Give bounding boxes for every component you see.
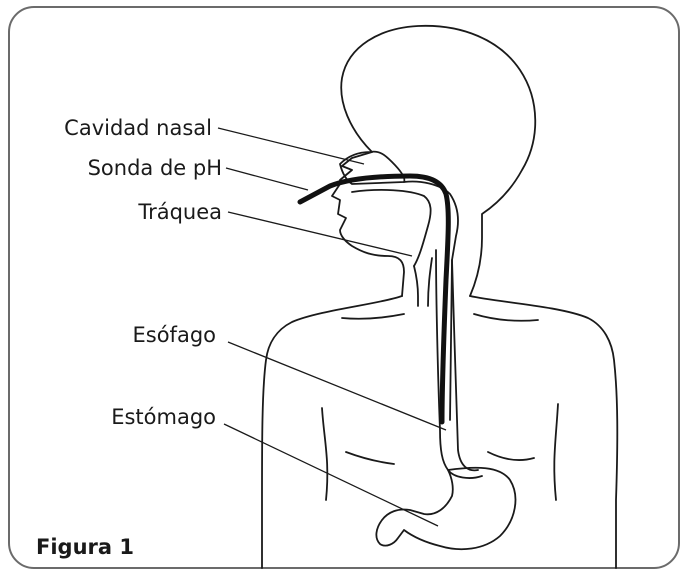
trachea-back — [428, 258, 432, 306]
body-outline — [262, 26, 617, 568]
leader-esophagus — [228, 342, 446, 430]
leader-stomach — [224, 424, 438, 526]
right-shoulder — [470, 296, 617, 568]
label-trachea: Tráquea — [137, 200, 222, 224]
left-shoulder — [262, 296, 402, 568]
leader-trachea — [228, 212, 412, 256]
esophagus-back — [452, 260, 478, 470]
right-clavicle — [474, 314, 538, 321]
left-arm-line — [322, 408, 327, 500]
label-esophagus: Esófago — [133, 323, 217, 347]
right-arm-line — [554, 404, 558, 500]
label-stomach: Estómago — [111, 405, 216, 429]
left-chest — [346, 452, 394, 464]
label-nasal-cavity: Cavidad nasal — [64, 116, 212, 140]
left-clavicle — [342, 314, 404, 319]
right-chest — [488, 452, 534, 460]
leader-ph-probe — [226, 168, 308, 190]
head-outline — [341, 26, 535, 296]
pharynx-front — [352, 190, 431, 266]
figure-caption: Figura 1 — [36, 535, 134, 559]
leader-nasal-cavity — [218, 128, 364, 164]
ph-probe-line — [300, 176, 448, 422]
label-ph-probe: Sonda de pH — [88, 156, 222, 180]
trachea-shape — [414, 266, 418, 306]
stomach-shape — [376, 468, 515, 549]
